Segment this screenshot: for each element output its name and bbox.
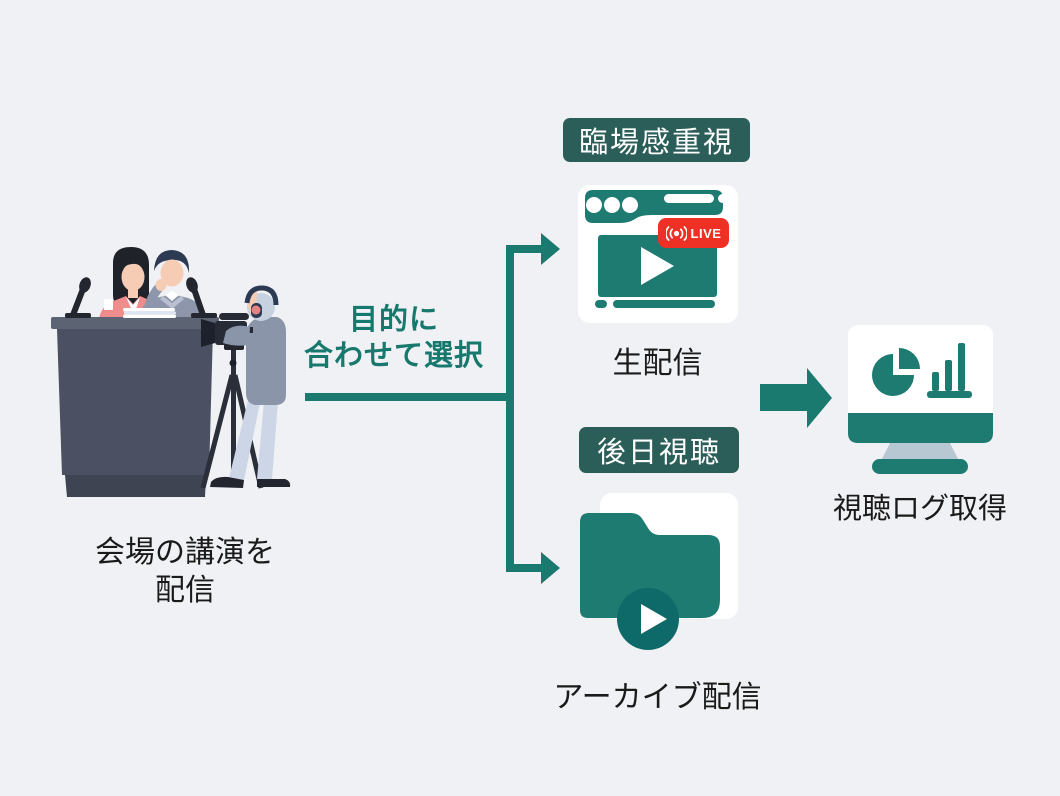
camera-operator — [200, 285, 291, 489]
archive-branch-caption: アーカイブ配信 — [553, 681, 762, 714]
monitor-bezel — [848, 413, 993, 443]
bar-chart-icon — [927, 343, 972, 398]
analytics-monitor-icon — [845, 322, 995, 482]
connector-vertical-line — [506, 245, 514, 572]
papers — [123, 308, 176, 318]
headphones-icon — [244, 285, 279, 306]
source-caption: 会場の講演を 配信 — [60, 534, 310, 610]
connector-trunk-line — [305, 393, 511, 401]
monitor-base — [872, 459, 968, 474]
connector-top-arm — [506, 245, 542, 253]
address-bar — [664, 194, 714, 203]
broadcast-icon — [665, 225, 687, 241]
play-icon — [641, 247, 674, 285]
arrowhead-top-icon — [541, 233, 560, 265]
archive-branch-badge-label: 後日視聴 — [596, 437, 721, 469]
pie-chart-icon — [872, 354, 914, 396]
folder-front — [580, 513, 720, 618]
archive-folder-play-icon — [575, 488, 740, 658]
arrowhead-bottom-icon — [541, 552, 560, 584]
result-arrow-icon — [760, 384, 807, 411]
result-arrowhead-icon — [807, 368, 832, 428]
monitor-stand — [882, 443, 958, 459]
live-badge: LIVE — [658, 218, 729, 248]
decision-label-line2: 合わせて選択 — [303, 340, 484, 372]
decision-label: 目的に 合わせて選択 — [294, 302, 494, 374]
result-caption: 視聴ログ取得 — [832, 493, 1007, 525]
archive-branch-badge: 後日視聴 — [579, 427, 739, 473]
live-badge-label: LIVE — [690, 225, 722, 241]
browser-live-player-icon — [578, 185, 738, 323]
connector-bottom-arm — [506, 564, 542, 572]
source-caption-line1: 会場の講演を — [95, 536, 275, 569]
play-icon — [641, 604, 667, 634]
source-caption-line2: 配信 — [155, 574, 215, 607]
podium-desk — [51, 317, 219, 497]
live-branch-badge: 臨場感重視 — [563, 118, 750, 162]
live-branch-caption: 生配信 — [612, 347, 703, 380]
microphone-right-icon — [186, 277, 217, 318]
microphone-left-icon — [65, 277, 91, 318]
decision-label-line1: 目的に — [348, 304, 439, 336]
live-branch-badge-label: 臨場感重視 — [578, 127, 734, 159]
presenters-illustration — [45, 235, 305, 505]
